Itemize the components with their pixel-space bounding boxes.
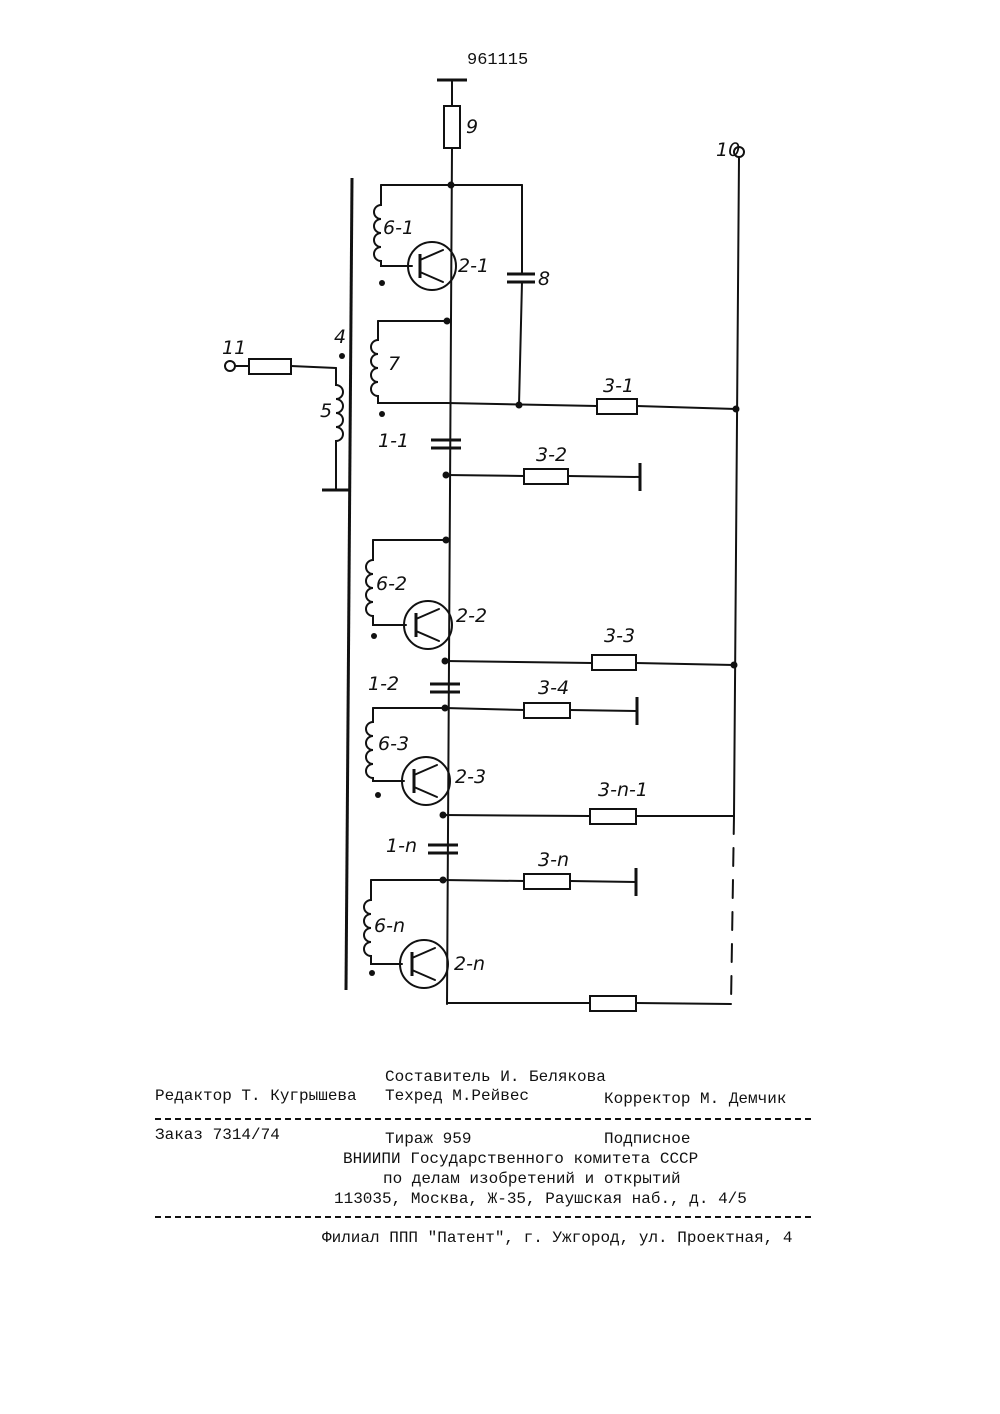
compiler: Составитель И. Белякова	[385, 1069, 606, 1085]
label-l6-3: 6-3	[378, 733, 409, 755]
resistor-3-1	[597, 399, 637, 414]
label-c1-n: 1-n	[386, 835, 417, 857]
coupling-n: 1-n 3-n	[386, 835, 636, 896]
order: Заказ 7314/74	[155, 1127, 280, 1143]
label-r3-n: 3-n	[538, 849, 569, 871]
transistor-2-3	[402, 757, 450, 805]
label-l5: 5	[320, 400, 332, 422]
label-n4: 4	[334, 326, 346, 348]
winding-5	[336, 368, 343, 490]
stage-1: 6-1 2-1 8 7 3-1	[371, 182, 740, 418]
divider-bottom	[155, 1216, 811, 1218]
subscription: Подписное	[604, 1131, 690, 1147]
output-bus-dashed	[731, 816, 734, 1004]
coupling-2: 1-2 3-4	[368, 673, 637, 725]
corrector: Корректор М. Демчик	[604, 1091, 786, 1107]
divider-top	[155, 1118, 811, 1120]
techred: Техред М.Рейвес	[385, 1088, 529, 1104]
org-line-2: по делам изобретений и открытий	[383, 1171, 681, 1187]
label-l6-n: 6-n	[374, 915, 405, 937]
label-q2-1: 2-1	[458, 255, 489, 277]
resistor-9	[444, 106, 460, 148]
input-circuit: 11 4 5	[222, 326, 350, 490]
resistor-3-n-1	[590, 809, 636, 824]
patent-number: 961115	[467, 51, 528, 70]
stage-n: 6-n 2-n	[364, 880, 731, 1011]
editor: Редактор Т. Кугрышева	[155, 1088, 357, 1104]
label-r3-1: 3-1	[603, 375, 634, 397]
stage-2: 6-2 2-2 3-3	[366, 537, 738, 671]
org-line-1: ВНИИПИ Государственного комитета СССР	[343, 1151, 698, 1167]
transformer-core	[346, 178, 352, 990]
label-q2-2: 2-2	[456, 605, 487, 627]
transistor-2-2	[404, 601, 452, 649]
resistor-3-2	[524, 469, 568, 484]
resistor-final	[590, 996, 636, 1011]
supply-terminal	[437, 80, 467, 106]
branch: Филиал ППП "Патент", г. Ужгород, ул. Про…	[322, 1230, 792, 1246]
transistor-2-1	[408, 242, 456, 290]
label-c1-2: 1-2	[368, 673, 399, 695]
label-r9: 9	[466, 116, 478, 138]
input-resistor	[249, 359, 291, 374]
print-run: Тираж 959	[385, 1131, 471, 1147]
label-q2-n: 2-n	[454, 953, 485, 975]
label-q2-3: 2-3	[455, 766, 486, 788]
main-bus	[447, 148, 452, 1004]
label-l6-2: 6-2	[376, 573, 407, 595]
label-c8: 8	[538, 268, 550, 290]
label-c1-1: 1-1	[378, 430, 409, 452]
winding-7	[371, 321, 447, 403]
resistor-3-3	[592, 655, 636, 670]
label-l7: 7	[388, 353, 400, 375]
label-l6-1: 6-1	[383, 217, 414, 239]
label-r3-2: 3-2	[536, 444, 567, 466]
stage-3: 6-3 2-3 3-n-1	[366, 708, 734, 824]
label-r3-4: 3-4	[538, 677, 569, 699]
label-r3-n1: 3-n-1	[598, 779, 648, 801]
transistor-2-n	[400, 940, 448, 988]
output-bus	[734, 157, 739, 816]
address: 113035, Москва, Ж-35, Раушская наб., д. …	[334, 1191, 747, 1207]
label-t11: 11	[222, 337, 246, 359]
resistor-3-n	[524, 874, 570, 889]
resistor-3-4	[524, 703, 570, 718]
label-t10: 10	[716, 139, 740, 161]
terminal-11	[225, 361, 235, 371]
coupling-1: 1-1 3-2	[378, 430, 640, 491]
label-r3-3: 3-3	[604, 625, 635, 647]
